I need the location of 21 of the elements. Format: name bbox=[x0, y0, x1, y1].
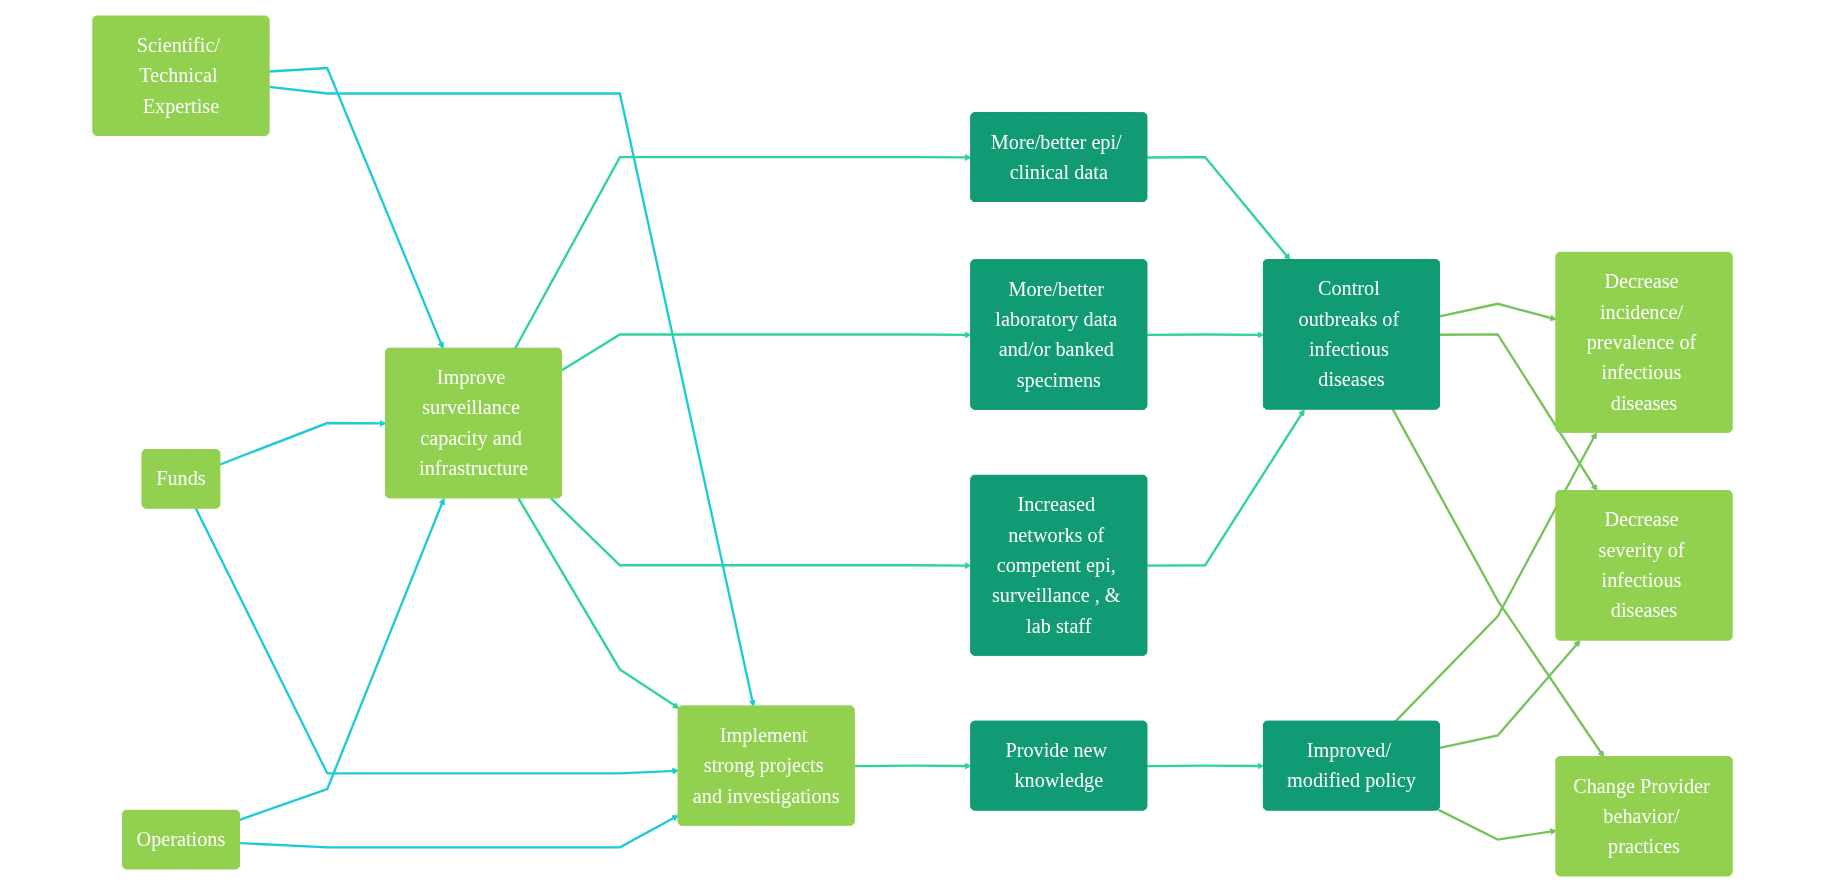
arrow bbox=[1147, 762, 1265, 770]
arrow bbox=[1394, 432, 1597, 723]
arrow bbox=[239, 814, 679, 849]
arrow bbox=[219, 419, 387, 466]
arrow bbox=[514, 154, 972, 350]
arrow bbox=[561, 331, 972, 372]
arrow bbox=[1439, 333, 1598, 492]
arrow bbox=[1147, 409, 1305, 567]
arrow bbox=[517, 497, 680, 709]
arrow bbox=[1437, 808, 1557, 841]
arrow bbox=[194, 507, 679, 775]
arrow bbox=[1439, 302, 1557, 322]
arrow bbox=[1439, 640, 1581, 750]
arrow bbox=[1147, 331, 1265, 339]
arrow bbox=[1147, 155, 1291, 261]
arrow bbox=[550, 497, 972, 570]
arrow bbox=[269, 85, 756, 707]
arrow bbox=[239, 497, 445, 821]
arrow bbox=[1391, 408, 1605, 758]
arrow bbox=[854, 762, 972, 770]
arrow bbox=[269, 66, 444, 350]
